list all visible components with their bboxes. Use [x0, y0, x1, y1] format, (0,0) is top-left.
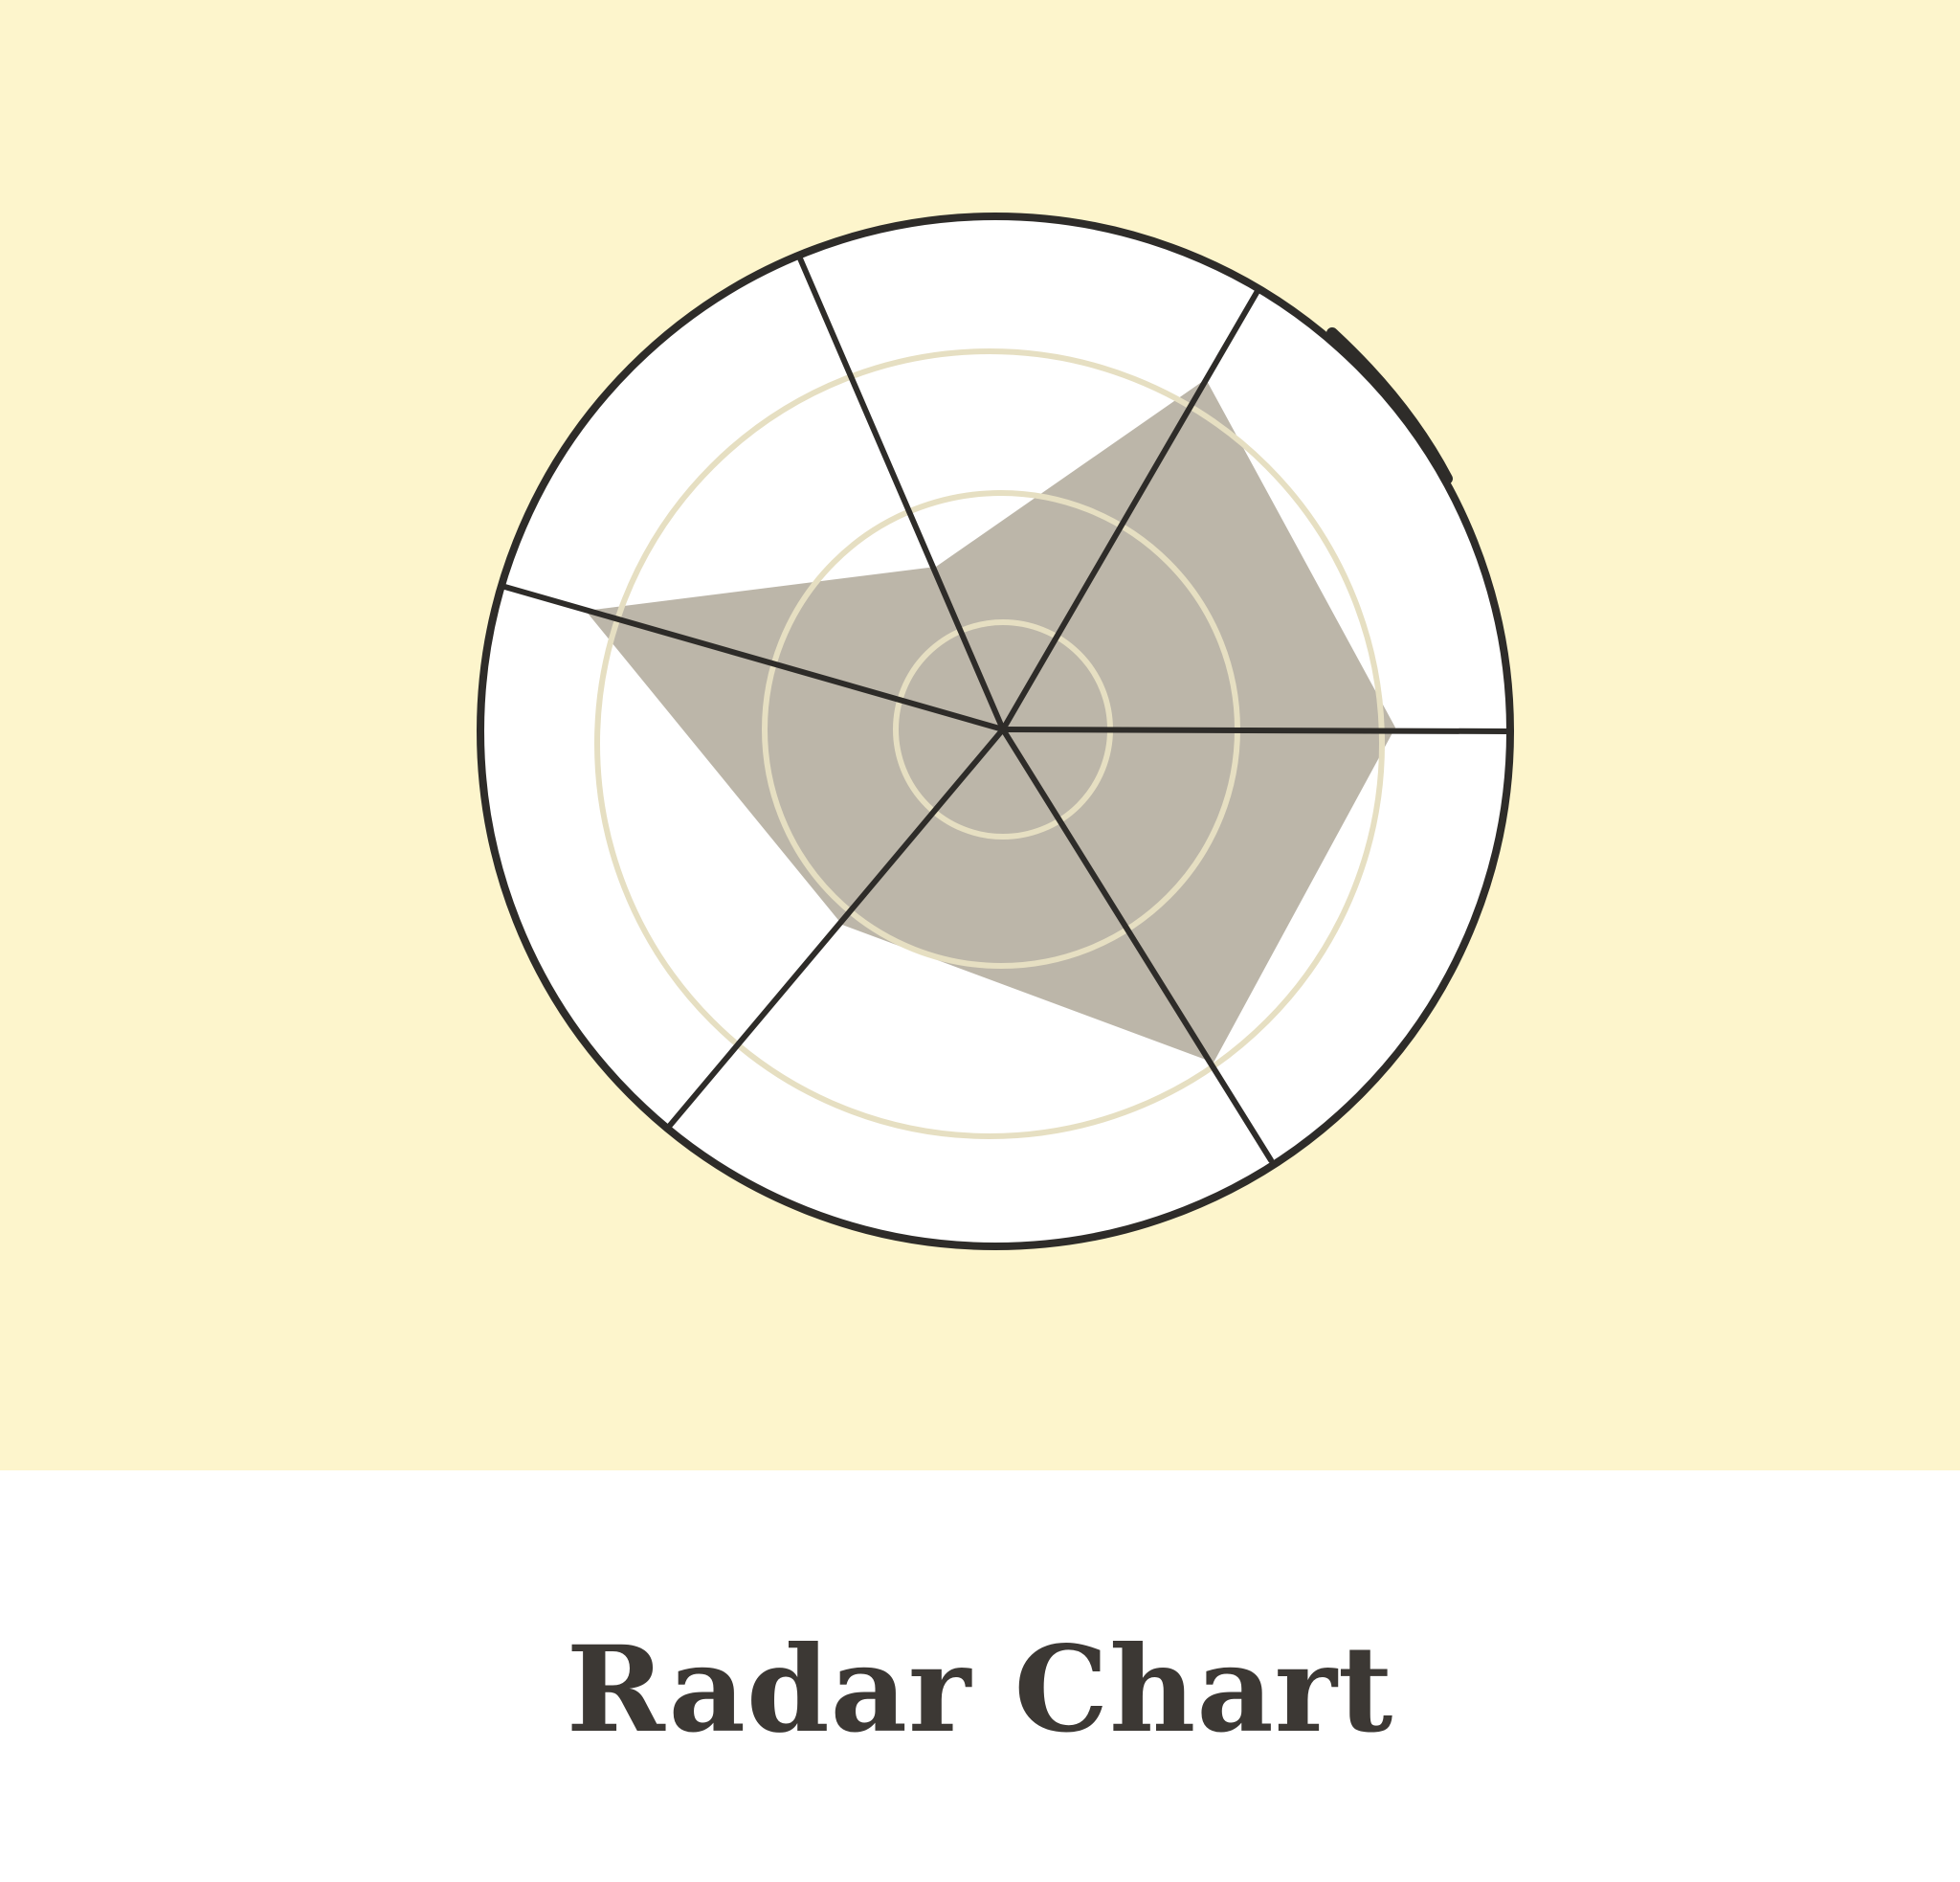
spoke [1000, 288, 1260, 732]
caption-title: Radar Chart [566, 1621, 1394, 1759]
spoke [499, 583, 1006, 732]
caption-band: Radar Chart [0, 1470, 1960, 1882]
illustration-panel [0, 0, 1960, 1470]
data-polygon [586, 379, 1395, 1063]
spoke [1000, 727, 1509, 734]
spoke-group [499, 256, 1509, 1163]
spoke [1000, 727, 1274, 1163]
spoke [797, 256, 1006, 732]
spoke [665, 727, 1006, 1131]
ring-outer [594, 348, 1385, 1139]
rim-accent-stroke [1326, 327, 1453, 484]
radar-chart-icon [0, 0, 1960, 1470]
